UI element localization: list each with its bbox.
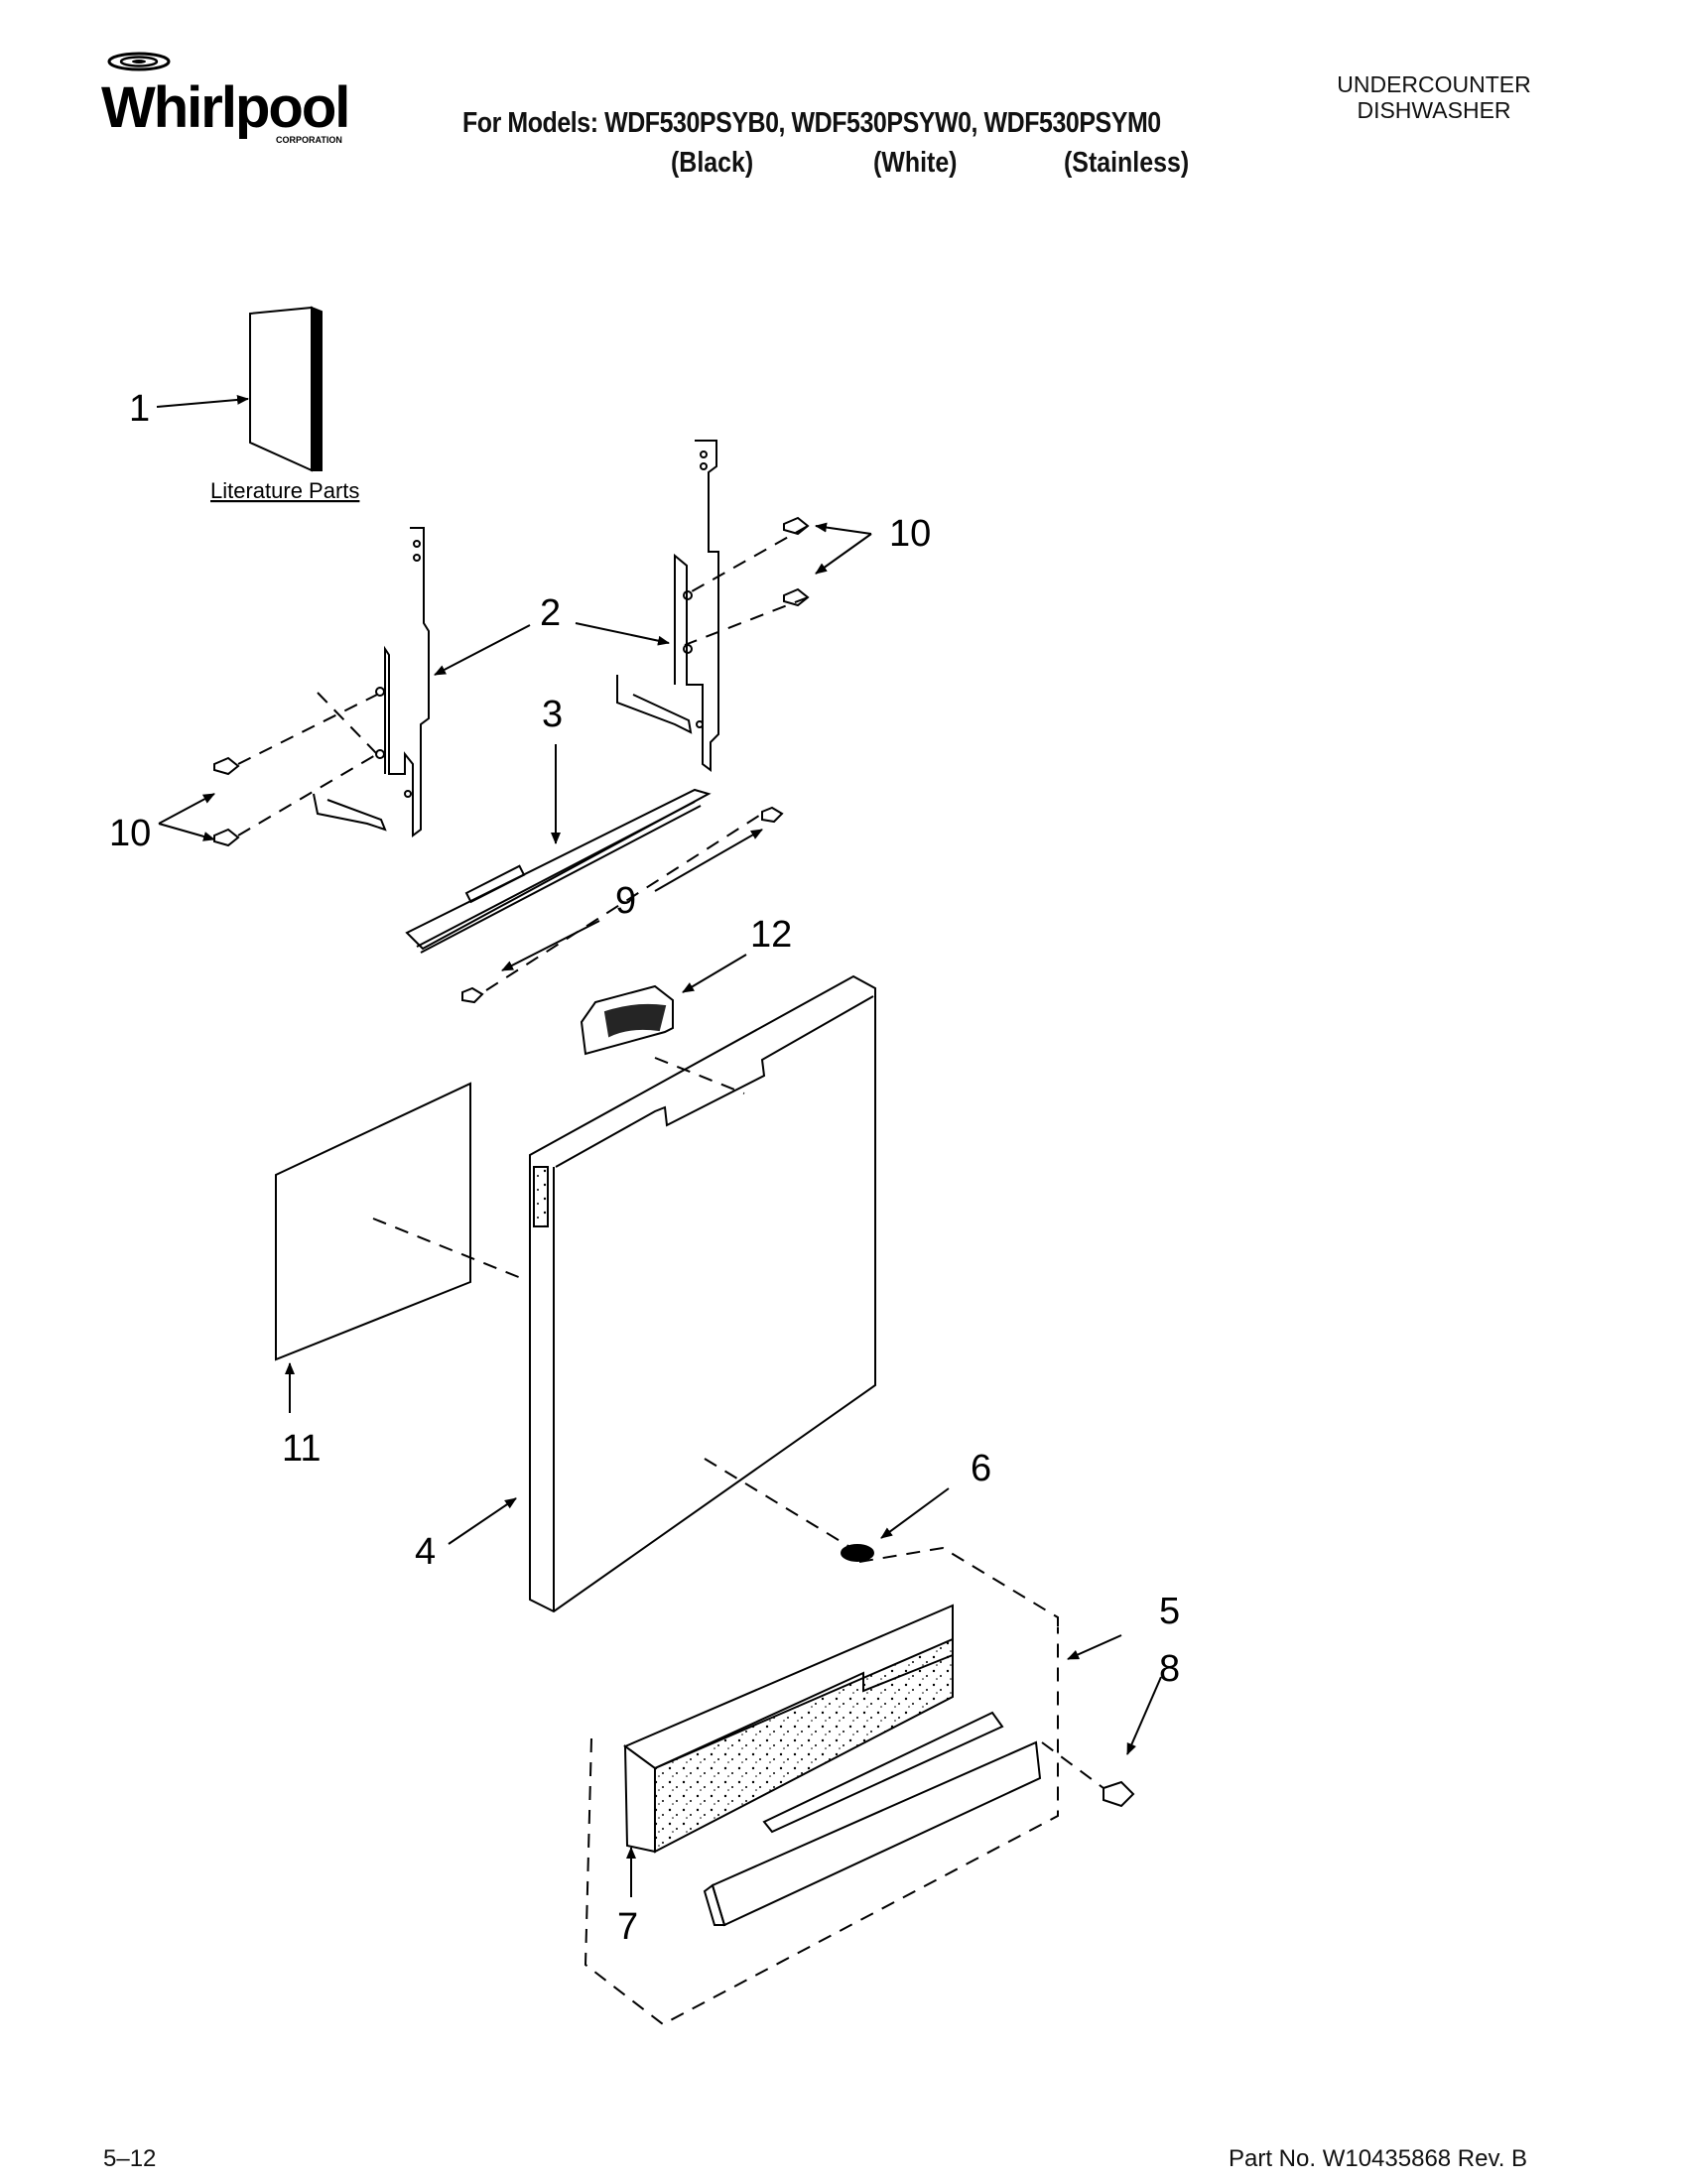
models-heading: For Models: WDF530PSYB0, WDF530PSYW0, WD… [462,107,1161,139]
color-white: (White) [873,147,958,179]
product-type-line2: DISHWASHER [1357,97,1511,123]
callout-11: 11 [282,1428,321,1470]
insert-panel [275,1082,471,1361]
callout-6: 6 [971,1448,991,1489]
callout-4: 4 [415,1531,436,1573]
callout-10-lower: 10 [109,813,151,854]
door-panel [529,974,876,1613]
handle-pocket [580,984,674,1056]
callout-9: 9 [615,880,636,922]
callout-3: 3 [542,694,563,735]
page-number: 5–12 [103,2145,157,2172]
callout-12: 12 [750,914,792,956]
color-stainless: (Stainless) [1064,147,1190,179]
screws-upper-right [783,516,810,607]
part-number: Part No. W10435868 Rev. B [1229,2145,1528,2172]
product-type: UNDERCOUNTER DISHWASHER [1290,71,1578,123]
callout-5: 5 [1159,1591,1180,1632]
fastener-8 [1103,1780,1135,1808]
right-hinge-bracket [616,440,719,772]
color-black: (Black) [671,147,754,179]
callout-7: 7 [617,1906,638,1948]
left-hinge-bracket [313,527,430,837]
rail-screw-left [461,986,484,1004]
plug-part [841,1544,874,1562]
literature-parts-label: Literature Parts [210,478,359,503]
callout-1: 1 [129,388,150,430]
callout-10-upper: 10 [889,513,931,555]
callout-2: 2 [540,592,561,634]
whirlpool-logo: Whirlpool CORPORATION [101,52,350,145]
product-type-line1: UNDERCOUNTER [1337,71,1531,97]
screws-left [213,756,240,847]
rail-screw-right [761,806,784,824]
literature-booklet [249,306,323,472]
toe-kick-assembly [622,1604,1042,1927]
brand-subtitle: CORPORATION [276,135,342,145]
door-rail [405,788,712,954]
brand-wordmark: Whirlpool [101,75,348,140]
callout-8: 8 [1159,1648,1180,1690]
